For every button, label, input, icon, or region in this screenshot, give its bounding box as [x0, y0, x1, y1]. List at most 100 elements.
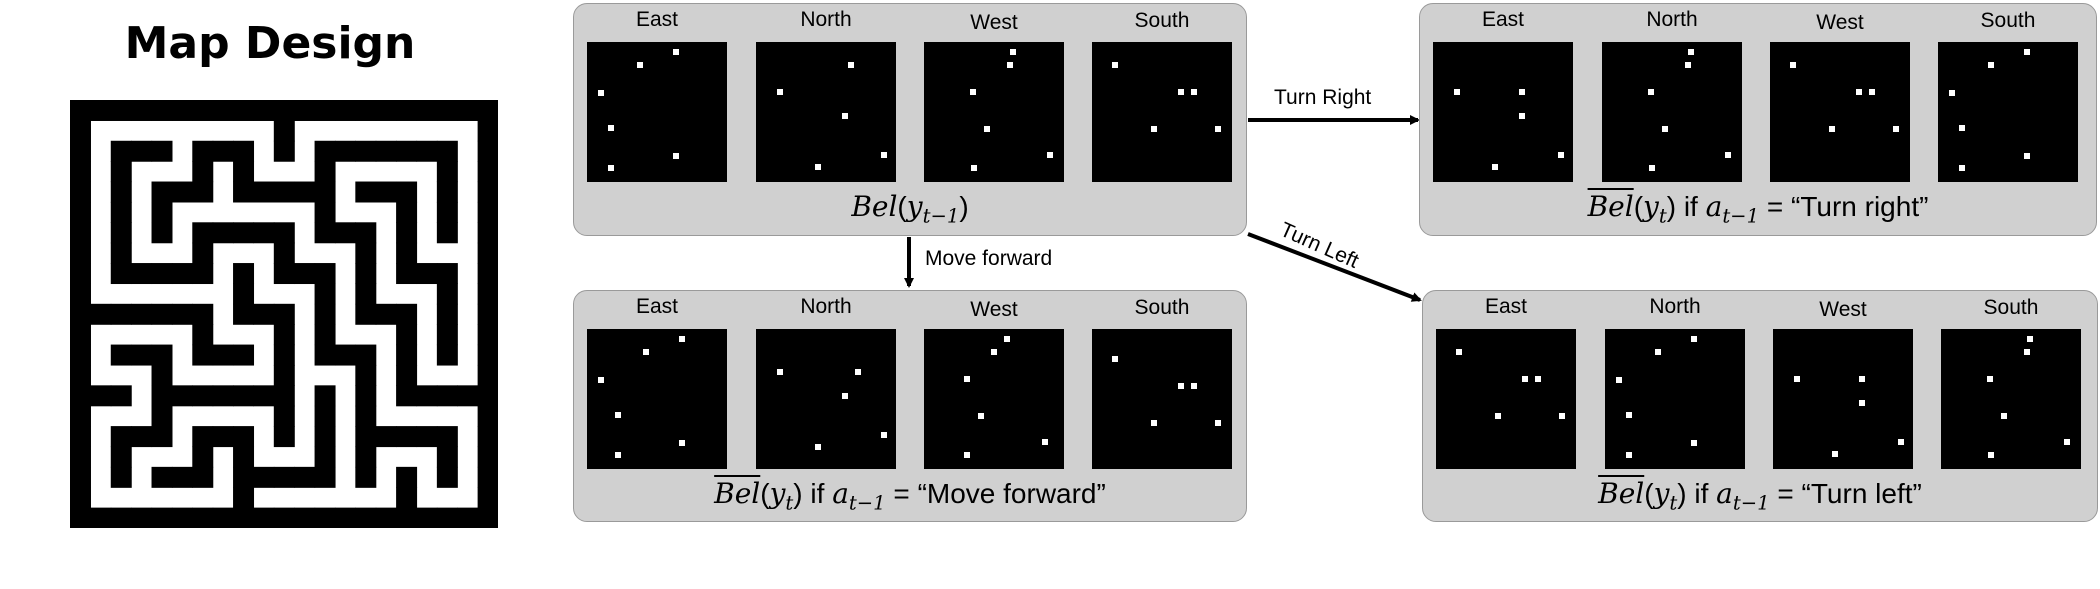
- maze-wall: [192, 446, 214, 468]
- maze-wall: [477, 100, 498, 121]
- maze-wall: [314, 181, 336, 203]
- maze-wall: [314, 263, 336, 285]
- maze-wall: [192, 385, 214, 407]
- maze-wall: [192, 303, 214, 325]
- maze-wall: [70, 303, 91, 325]
- belief-dot: [880, 432, 887, 439]
- direction-label-north: North: [1646, 8, 1698, 31]
- maze-wall: [151, 181, 173, 203]
- maze-wall: [273, 385, 295, 407]
- maze-wall: [375, 507, 397, 528]
- maze-wall: [110, 466, 132, 488]
- maze-wall: [355, 100, 377, 121]
- maze-wall: [70, 405, 91, 427]
- maze-wall: [151, 507, 173, 528]
- maze-wall: [110, 201, 132, 223]
- belief-dot: [1456, 349, 1463, 356]
- belief-dot: [597, 90, 604, 97]
- belief-dot: [1191, 88, 1198, 95]
- belief-dot: [672, 153, 679, 160]
- maze-wall: [171, 385, 193, 407]
- maze-wall: [233, 283, 255, 305]
- maze-wall: [131, 303, 153, 325]
- belief-dot: [672, 48, 679, 55]
- maze-wall: [396, 201, 418, 223]
- maze-wall: [477, 487, 498, 509]
- maze-wall: [436, 466, 458, 488]
- maze-wall: [355, 385, 377, 407]
- belief-dot: [841, 113, 848, 120]
- maze-wall: [416, 100, 438, 121]
- maze-wall: [192, 181, 214, 203]
- maze-wall: [233, 303, 255, 325]
- belief-grid-north: [1602, 42, 1742, 182]
- belief-grid-west: [1770, 42, 1910, 182]
- maze-wall: [294, 466, 316, 488]
- maze-wall: [457, 100, 479, 121]
- maze-wall: [355, 181, 377, 203]
- maze-wall: [355, 140, 377, 162]
- belief-dot: [1987, 62, 1994, 69]
- maze-wall: [192, 507, 214, 528]
- maze-wall: [314, 405, 336, 427]
- maze-wall: [110, 140, 132, 162]
- maze-wall: [355, 364, 377, 386]
- belief-dot: [991, 349, 997, 356]
- belief-grid-north: [756, 42, 896, 182]
- belief-dot: [1858, 400, 1865, 407]
- maze-wall: [110, 161, 132, 183]
- maze-wall: [457, 507, 479, 528]
- belief-dot: [970, 165, 977, 172]
- maze-wall: [131, 263, 153, 285]
- belief-dot: [1654, 349, 1661, 356]
- direction-label-south: South: [1134, 296, 1190, 319]
- belief-dot: [1041, 438, 1048, 445]
- maze-wall: [314, 100, 336, 121]
- maze-wall: [212, 344, 234, 366]
- maze-wall: [334, 100, 356, 121]
- maze-wall: [131, 507, 153, 528]
- maze-wall: [70, 466, 91, 488]
- belief-grid-east: [1436, 329, 1576, 469]
- maze-wall: [396, 263, 418, 285]
- belief-dot: [1454, 88, 1461, 95]
- maze-wall: [131, 100, 153, 121]
- maze-wall: [233, 507, 255, 528]
- maze-wall: [273, 405, 295, 427]
- belief-dot: [2001, 413, 2008, 420]
- maze-wall: [151, 222, 173, 244]
- maze-wall: [355, 222, 377, 244]
- direction-label-west: West: [1819, 298, 1867, 321]
- maze-wall: [477, 120, 498, 142]
- belief-dot: [1491, 163, 1498, 170]
- maze-wall: [294, 263, 316, 285]
- maze-wall: [396, 140, 418, 162]
- maze-wall: [70, 222, 91, 244]
- direction-label-east: East: [1481, 8, 1525, 31]
- direction-label-south: South: [1983, 296, 2039, 319]
- maze-wall: [70, 426, 91, 448]
- maze-wall: [233, 487, 255, 509]
- maze-wall: [273, 222, 295, 244]
- belief-dot: [969, 88, 976, 95]
- maze-wall: [436, 303, 458, 325]
- caption-condition: if at−1 = “Turn left”: [1686, 477, 1922, 515]
- caption-condition: if at−1 = “Move forward”: [802, 477, 1106, 515]
- belief-dot: [1662, 126, 1669, 133]
- belief-dot: [2064, 438, 2071, 445]
- maze-wall: [110, 263, 132, 285]
- maze-wall: [375, 181, 397, 203]
- maze-wall: [110, 446, 132, 468]
- maze-wall: [110, 100, 132, 121]
- maze-wall: [110, 426, 132, 448]
- turn-right-label: Turn Right: [1274, 86, 1372, 109]
- maze-wall: [396, 303, 418, 325]
- maze-wall: [416, 426, 438, 448]
- belief-dot: [1009, 48, 1016, 55]
- maze-wall: [151, 303, 173, 325]
- maze-wall: [375, 140, 397, 162]
- maze-wall: [233, 140, 255, 162]
- belief-dot: [855, 369, 862, 376]
- maze-wall: [273, 303, 295, 325]
